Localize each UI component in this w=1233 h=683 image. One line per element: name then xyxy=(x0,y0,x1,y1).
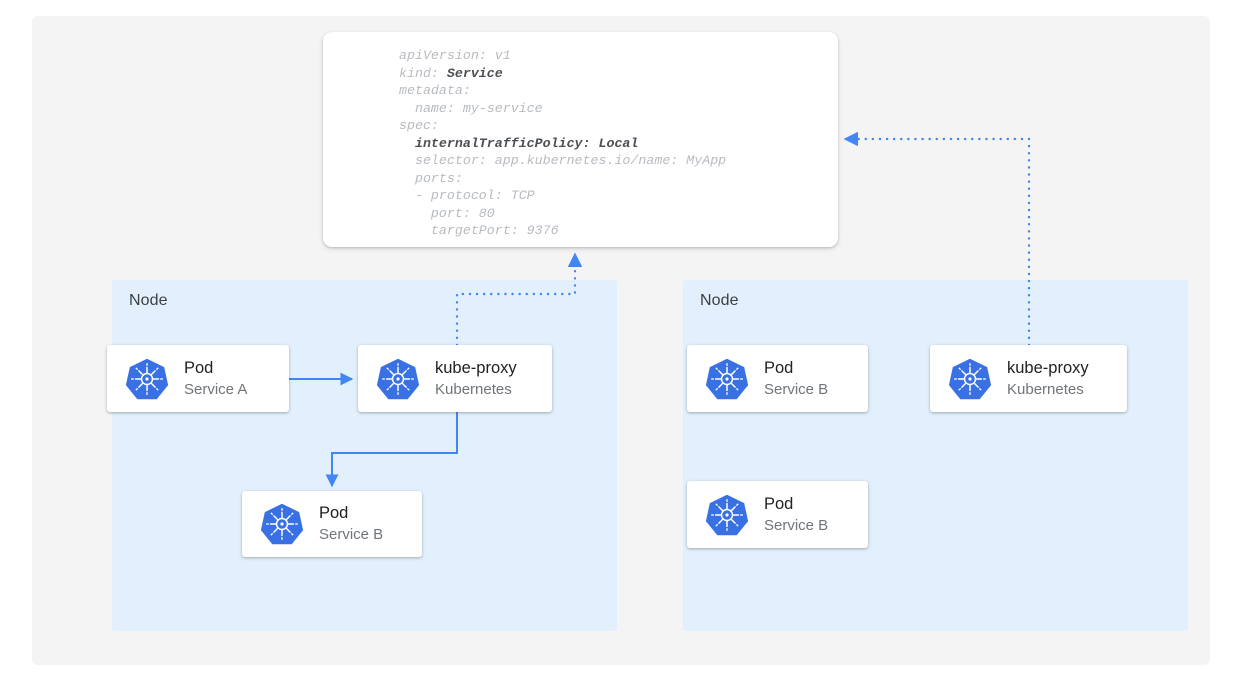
card-subtitle: Kubernetes xyxy=(1007,380,1084,398)
card-text: Pod Service B xyxy=(764,494,828,536)
card-text: Pod Service B xyxy=(764,358,828,400)
card-subtitle: Service B xyxy=(319,526,384,543)
yaml-line-spec: spec: xyxy=(399,118,439,133)
card-subtitle: Service B xyxy=(764,516,829,534)
card-pod-service-b-right-1[interactable]: Pod Service B xyxy=(687,345,868,412)
card-subtitle: Service A xyxy=(184,380,248,398)
card-title: kube-proxy xyxy=(1007,358,1089,377)
card-pod-service-b-right-2[interactable]: Pod Service B xyxy=(687,481,868,548)
service-yaml-card: apiVersion: v1 kind: Service metadata: n… xyxy=(323,32,838,247)
card-title: kube-proxy xyxy=(435,358,517,377)
card-subtitle: Kubernetes xyxy=(435,380,512,398)
node-panel-right: Node xyxy=(683,280,1188,631)
node-label-left: Node xyxy=(129,292,168,309)
card-title: Pod xyxy=(319,504,349,522)
kubernetes-logo-icon xyxy=(125,357,169,401)
yaml-line-port: port: 80 xyxy=(399,205,495,221)
yaml-line-protocol: - protocol: TCP xyxy=(399,188,535,203)
card-text: kube-proxy Kubernetes xyxy=(435,358,517,400)
yaml-line-metadata: metadata: xyxy=(399,83,471,98)
card-title: Pod xyxy=(764,494,794,513)
card-text: kube-proxy Kubernetes xyxy=(1007,358,1089,400)
card-kube-proxy-left[interactable]: kube-proxy Kubernetes xyxy=(358,345,552,412)
node-panel-left: Node xyxy=(112,280,617,631)
node-label-right: Node xyxy=(700,292,739,309)
yaml-line-name: name: my-service xyxy=(399,100,543,116)
yaml-line-ports: ports: xyxy=(399,170,463,186)
card-pod-service-b-left[interactable]: Pod Service B xyxy=(242,491,422,557)
card-subtitle: Service B xyxy=(764,380,829,398)
yaml-line-targetport: targetPort: 9376 xyxy=(399,223,559,238)
yaml-line-kind-value: Service xyxy=(446,65,503,81)
kubernetes-logo-icon xyxy=(948,357,992,401)
service-yaml-code: apiVersion: v1 kind: Service metadata: n… xyxy=(399,47,726,240)
yaml-line-kind-key: kind: xyxy=(399,65,447,81)
kubernetes-logo-icon xyxy=(260,502,304,546)
kubernetes-logo-icon xyxy=(705,357,749,401)
card-kube-proxy-right[interactable]: kube-proxy Kubernetes xyxy=(930,345,1127,412)
card-text: Pod Service B xyxy=(319,503,383,545)
card-title: Pod xyxy=(184,358,214,377)
yaml-line-apiversion: apiVersion: v1 xyxy=(399,48,511,63)
kubernetes-logo-icon xyxy=(376,357,420,401)
yaml-line-selector: selector: app.kubernetes.io/name: MyApp xyxy=(399,153,727,168)
kubernetes-logo-icon xyxy=(705,493,749,537)
yaml-line-internaltrafficpolicy: internalTrafficPolicy: Local xyxy=(399,135,639,151)
card-text: Pod Service A xyxy=(184,358,247,400)
card-pod-service-a[interactable]: Pod Service A xyxy=(107,345,289,412)
card-title: Pod xyxy=(764,358,794,377)
